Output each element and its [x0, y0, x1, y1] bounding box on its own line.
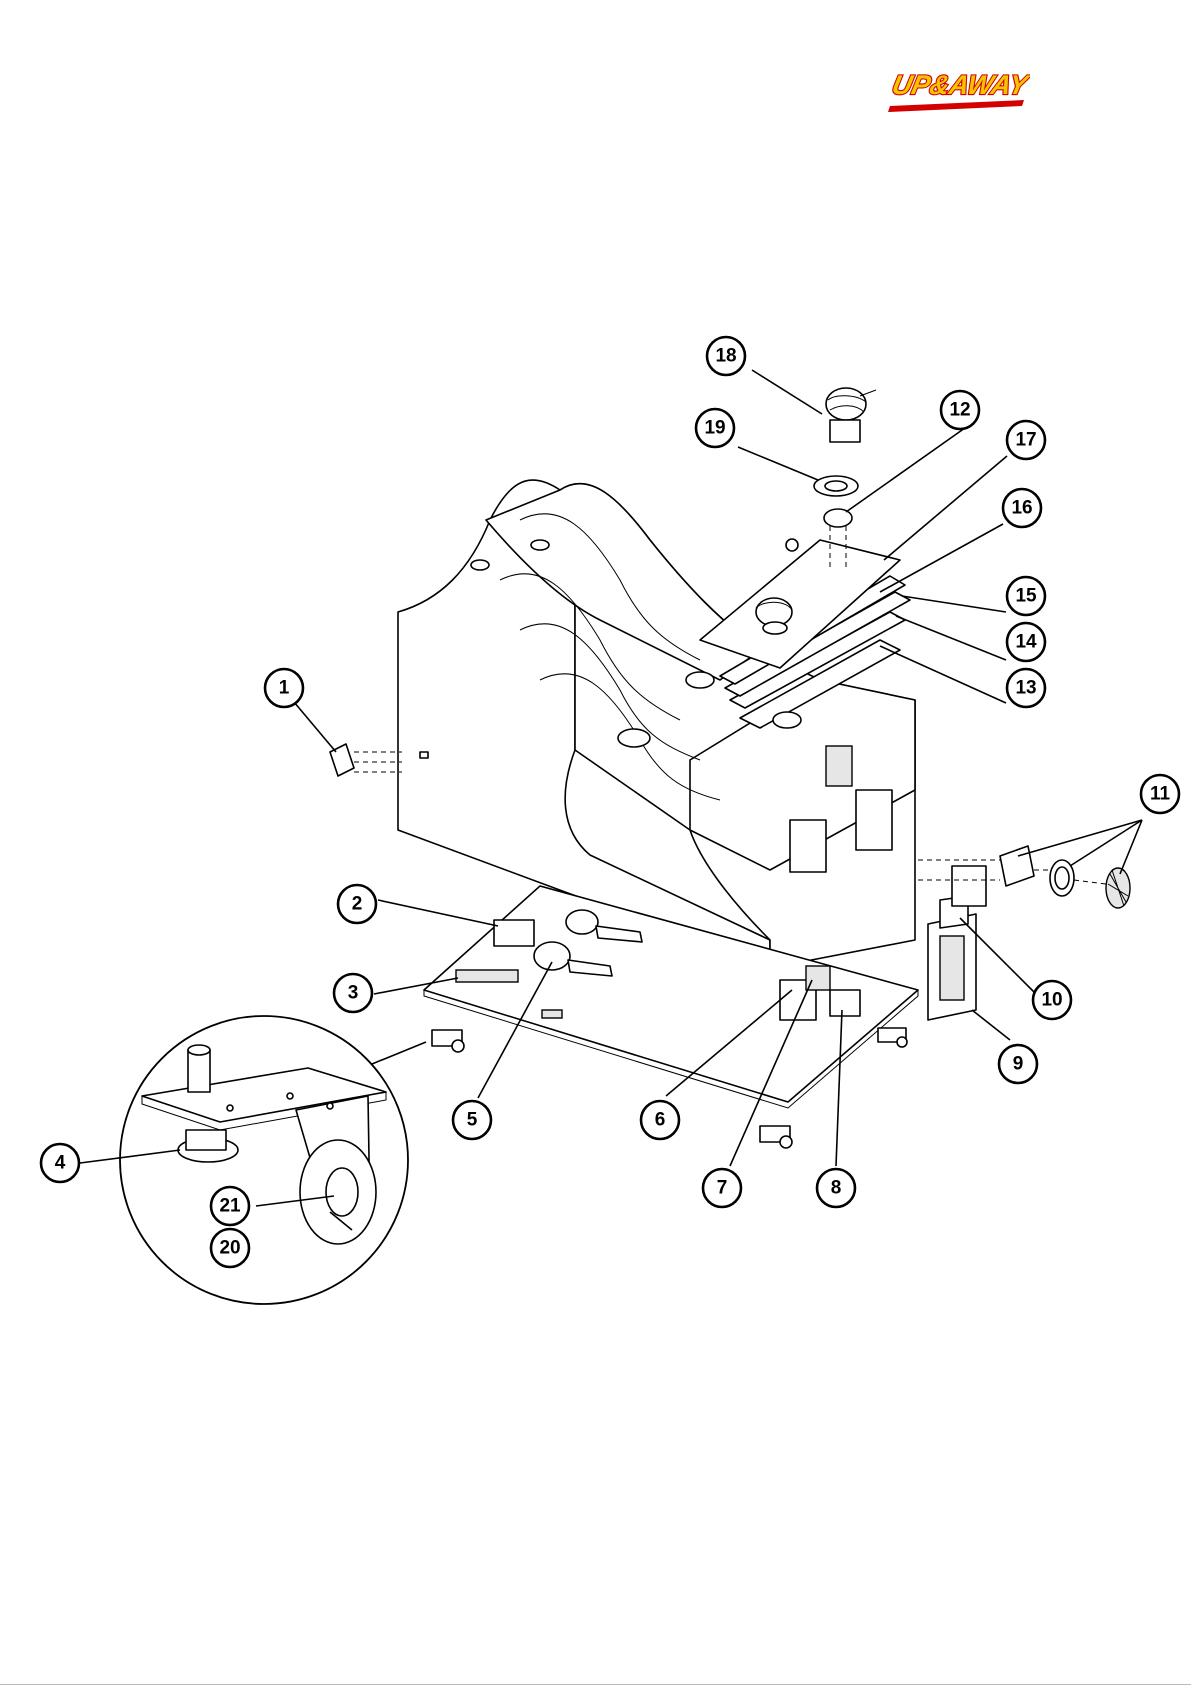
- leader-14: [896, 616, 1006, 660]
- callout-17: 17: [1007, 421, 1045, 459]
- caster-stem: [188, 1050, 210, 1092]
- callout-14: 14: [1007, 623, 1045, 661]
- leader-11a: [1018, 820, 1142, 856]
- svg-text:1: 1: [279, 678, 290, 699]
- leader-15: [902, 596, 1006, 612]
- dust-washer-inner: [825, 481, 847, 491]
- leader-19: [738, 447, 818, 480]
- leader-13: [880, 646, 1006, 703]
- base-caster-wheel-fl: [452, 1040, 464, 1052]
- cabinet-side-slot: [420, 752, 428, 758]
- callout-8: 8: [817, 1169, 855, 1207]
- callout-9: 9: [999, 1045, 1037, 1083]
- callout-2: 2: [338, 885, 376, 923]
- callout-3: 3: [334, 974, 372, 1012]
- base-component-2: [494, 920, 534, 946]
- svg-text:4: 4: [55, 1153, 66, 1174]
- control-panel-button: [773, 712, 801, 728]
- svg-text:21: 21: [219, 1196, 241, 1217]
- base-motor-5b: [566, 910, 598, 934]
- part-1-latch: [330, 744, 402, 776]
- callout-16: 16: [1003, 489, 1041, 527]
- leader-1: [294, 702, 336, 752]
- cabinet-ramp-hole-1: [618, 729, 650, 747]
- callout-10: 10: [1033, 981, 1071, 1019]
- caster-plate-hole-1: [227, 1105, 233, 1111]
- fan-ring-inner: [1055, 867, 1069, 889]
- svg-text:5: 5: [467, 1110, 478, 1131]
- svg-text:11: 11: [1150, 784, 1171, 805]
- svg-text:20: 20: [219, 1238, 240, 1259]
- caster-wheel-hub-21: [326, 1168, 358, 1216]
- svg-text:8: 8: [831, 1178, 842, 1199]
- svg-text:7: 7: [717, 1178, 728, 1199]
- caster-detail-link: [372, 1042, 426, 1064]
- joystick-mounted-base: [763, 622, 787, 634]
- dust-washer-19: [814, 476, 858, 496]
- callout-15: 15: [1007, 577, 1045, 615]
- svg-text:18: 18: [715, 346, 736, 367]
- leader-11c: [1120, 820, 1142, 874]
- base-caster-wheel-rr: [897, 1037, 907, 1047]
- joystick-top-stick: [860, 390, 876, 396]
- leader-18: [752, 370, 822, 414]
- svg-text:6: 6: [655, 1110, 666, 1131]
- leader-12: [846, 423, 972, 512]
- leader-16: [880, 524, 1003, 592]
- caster-plate-hole-2: [287, 1093, 293, 1099]
- cabinet-deck-hole-2: [531, 540, 549, 550]
- front-face-opening-right: [856, 790, 892, 850]
- cabinet-deck-hole-1: [471, 560, 489, 570]
- svg-text:12: 12: [949, 400, 970, 421]
- base-transformer-8: [830, 990, 860, 1016]
- leader-11b: [1070, 820, 1142, 866]
- callout-11: 11: [1141, 775, 1179, 813]
- svg-text:14: 14: [1015, 632, 1037, 653]
- callout-18: 18: [707, 337, 745, 375]
- svg-text:2: 2: [352, 894, 363, 915]
- svg-text:10: 10: [1041, 990, 1062, 1011]
- fan-housing: [1000, 846, 1034, 886]
- callout-6: 6: [641, 1101, 679, 1139]
- front-face-opening-left: [790, 820, 826, 872]
- base-vent-grille: [542, 1010, 562, 1018]
- callout-12: 12: [941, 391, 979, 429]
- base-motor-5: [534, 942, 570, 970]
- callout-20: 20: [211, 1229, 249, 1267]
- callout-4: 4: [41, 1144, 79, 1182]
- callout-13: 13: [1007, 669, 1045, 707]
- svg-text:13: 13: [1015, 678, 1036, 699]
- base-caster-wheel-fr: [780, 1136, 792, 1148]
- fan-mount-plate: [952, 866, 986, 906]
- svg-text:3: 3: [348, 983, 359, 1004]
- svg-text:19: 19: [704, 418, 725, 439]
- svg-text:9: 9: [1013, 1054, 1024, 1075]
- leader-2: [378, 900, 498, 926]
- callout-7: 7: [703, 1169, 741, 1207]
- joystick-top-base: [830, 420, 860, 442]
- front-face-fan-panel: [826, 746, 852, 786]
- svg-text:17: 17: [1015, 430, 1036, 451]
- caster-plate-hole-3: [327, 1103, 333, 1109]
- joystick-top-ball: [826, 388, 866, 420]
- base-component-3: [456, 970, 518, 982]
- callout-21: 21: [211, 1187, 249, 1225]
- fan-dash-4: [1074, 880, 1106, 884]
- caster-leveler-nut: [186, 1130, 226, 1150]
- svg-text:16: 16: [1011, 498, 1032, 519]
- callout-5: 5: [453, 1101, 491, 1139]
- control-panel-knob: [786, 539, 798, 551]
- callout-19: 19: [696, 409, 734, 447]
- cabinet-ramp-hole-2: [686, 672, 714, 688]
- caster-detail-view: [120, 1016, 426, 1304]
- front-bracket-9-window: [940, 936, 964, 1000]
- svg-text:15: 15: [1015, 586, 1037, 607]
- leader-9: [972, 1010, 1010, 1040]
- callout-1: 1: [265, 669, 303, 707]
- caster-stem-top: [188, 1045, 210, 1055]
